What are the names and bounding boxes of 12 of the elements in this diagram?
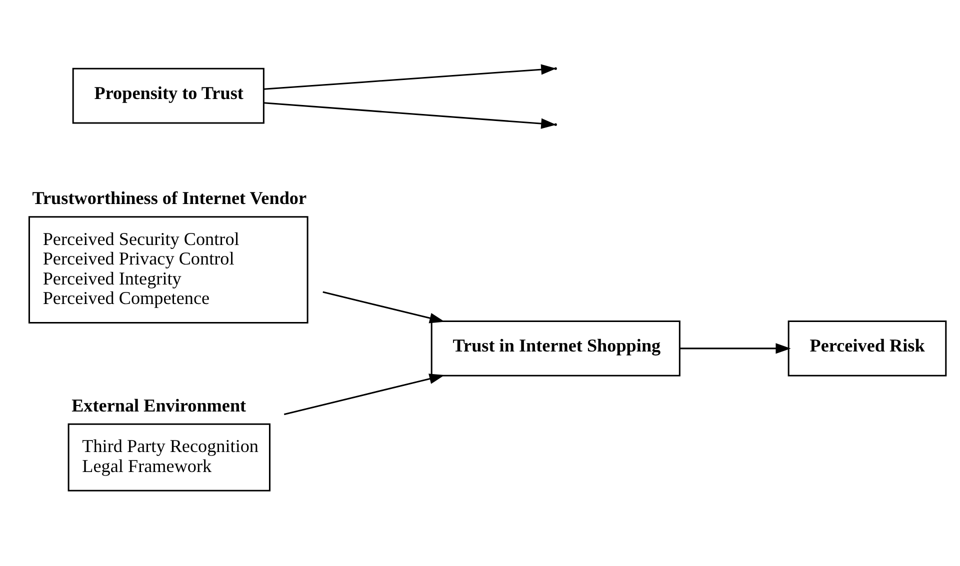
arrow bbox=[264, 102, 556, 128]
node-box: Perceived Security Control Perceived Privacy Control Perceived Integrity Perceived Competence bbox=[28, 216, 308, 323]
node-box: Propensity to Trust bbox=[72, 67, 264, 124]
arrow bbox=[284, 373, 445, 415]
node-box: Perceived Risk bbox=[788, 320, 947, 376]
arrow bbox=[680, 342, 791, 354]
node-label: Trustworthiness of Internet Vendor bbox=[32, 188, 307, 208]
node-box: Trust in Internet Shopping bbox=[430, 320, 680, 376]
arrow bbox=[322, 290, 445, 323]
node-label: External Environment bbox=[72, 394, 246, 415]
node-box: Third Party Recognition Legal Framework bbox=[68, 422, 270, 491]
arrow bbox=[264, 64, 556, 90]
